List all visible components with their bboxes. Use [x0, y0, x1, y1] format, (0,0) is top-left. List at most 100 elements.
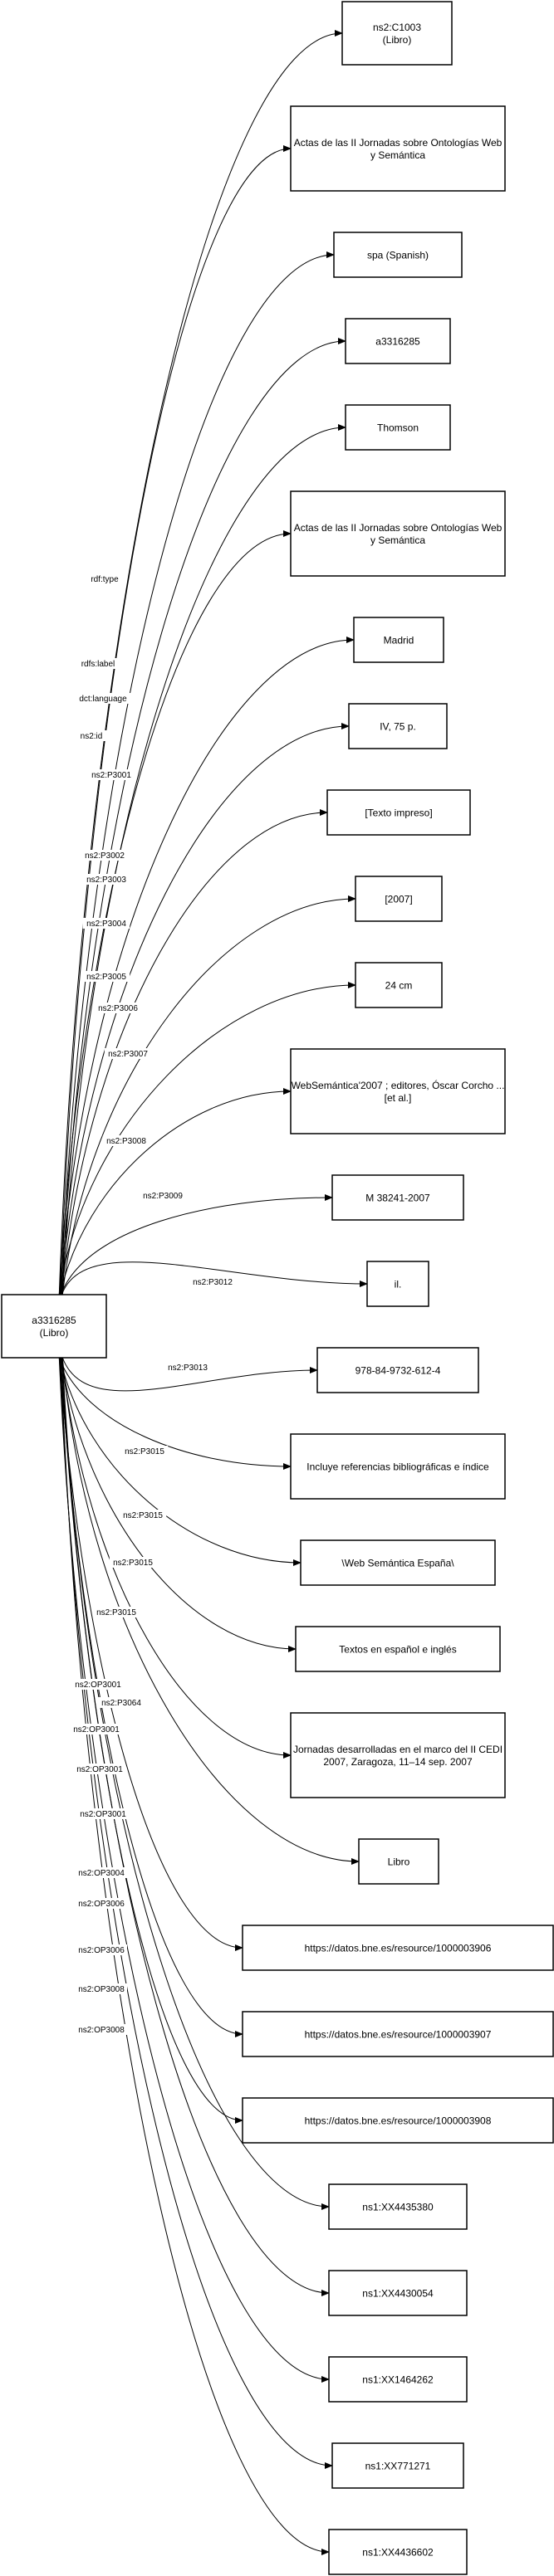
edges-layer [58, 30, 368, 2555]
node-label-line: [et al.] [385, 1092, 412, 1104]
node-box [331, 2442, 464, 2489]
edge-arrow [61, 809, 328, 1295]
node-label-line: (Libro) [40, 1327, 69, 1339]
edge-label-ns2-p3008: ns2:P3008 [102, 1135, 150, 1146]
target-node-3-a3316285: a3316285 [345, 318, 451, 364]
node-box [341, 1, 453, 66]
target-node-13-il: il. [366, 1261, 429, 1307]
node-box [328, 2270, 468, 2316]
edge-label-text: ns2:OP3008 [78, 2026, 125, 2035]
edge-label-bg [139, 1190, 187, 1201]
edge-arrow [60, 1357, 330, 2555]
edge-label-ns2-p3012: ns2:P3012 [189, 1276, 237, 1287]
node-label-line: ns1:XX4436602 [362, 2547, 434, 2559]
edge-arrow [60, 1357, 243, 2124]
node-label-line: ns2:C1003 [373, 22, 421, 33]
edge-arrow [58, 1357, 243, 1951]
node-label-line: https://datos.bne.es/resource/1000003907 [305, 2029, 492, 2041]
node-label-line: Libro [388, 1856, 410, 1868]
edge-label-bg [104, 1048, 152, 1059]
node-box [366, 1261, 429, 1307]
node-label-line: IV, 75 p. [380, 721, 416, 733]
edge-label-text: ns2:OP3001 [73, 1725, 120, 1734]
node-box [242, 2097, 554, 2144]
edge-label-bg [74, 1764, 125, 1774]
node-label-line: y Semántica [370, 534, 425, 546]
node-label-line: Actas de las II Jornadas sobre Ontología… [294, 522, 503, 534]
edge-arrow [61, 338, 346, 1295]
node-box [300, 1539, 496, 1586]
edge-arrow [59, 145, 292, 1295]
edge-arrow [59, 1088, 292, 1295]
edge-arrow [61, 1357, 292, 1759]
edge-label-bg [76, 1867, 127, 1878]
target-node-17-textos-en-espa-ol-e-ingl-s: Textos en español e inglés [295, 1626, 501, 1672]
target-node-4-thomson: Thomson [345, 404, 451, 451]
edge-label-text: rdf:type [91, 575, 119, 584]
node-label-line: ns1:XX1464262 [362, 2374, 434, 2386]
node-box [345, 318, 451, 364]
node-box [328, 2183, 468, 2230]
node-box [316, 1347, 479, 1393]
node-box [290, 105, 506, 192]
target-node-21-https-datos-bne-es-resource-1000003907: https://datos.bne.es/resource/1000003907 [242, 2011, 554, 2057]
node-label-line: \Web Semántica España\ [341, 1558, 454, 1569]
target-node-22-https-datos-bne-es-resource-1000003908: https://datos.bne.es/resource/1000003908 [242, 2097, 554, 2144]
node-label-line: 2007, Zaragoza, 11–14 sep. 2007 [323, 1756, 473, 1768]
node-label-line: Madrid [384, 635, 414, 646]
target-node-24-ns1-xx4430054: ns1:XX4430054 [328, 2270, 468, 2316]
target-node-5-actas-de-las-ii-jornadas-sobre-ontolog-a: Actas de las II Jornadas sobre Ontología… [290, 490, 506, 577]
edge-arrow [61, 424, 346, 1295]
target-node-7-iv-75-p: IV, 75 p. [348, 703, 448, 749]
edge-label-text: ns2:P3004 [86, 920, 126, 929]
edge-labels-layer: rdf:typerdfs:labeldct:languagens2:idns2:… [71, 573, 237, 2035]
edge-label-ns2-op3001: ns2:OP3001 [77, 1808, 129, 1819]
edge-label-ns2-p3005: ns2:P3005 [82, 971, 130, 982]
node-label-line: [Texto impreso] [365, 807, 432, 819]
target-node-1-actas-de-las-ii-jornadas-sobre-ontolog-a: Actas de las II Jornadas sobre Ontología… [290, 105, 506, 192]
node-box [331, 1174, 464, 1221]
edge-label-text: ns2:P3009 [143, 1192, 183, 1201]
edge-label-ns2-p3013: ns2:P3013 [164, 1362, 212, 1373]
edge-label-ns2-p3003: ns2:P3003 [82, 874, 130, 885]
edge-label-bg [82, 874, 130, 885]
node-box [1, 1294, 107, 1359]
edge-label-ns2-p3064: ns2:P3064 [97, 1697, 145, 1708]
node-label-line: Thomson [377, 422, 419, 434]
edge-label-ns2-p3009: ns2:P3009 [139, 1190, 187, 1201]
node-label-line: il. [395, 1279, 402, 1290]
target-node-11-websem-ntica-2007-editores-scar-corcho: WebSemántica'2007 ; editores, Óscar Corc… [290, 1048, 506, 1134]
edge-label-text: ns2:OP3008 [78, 1985, 125, 1994]
edge-label-bg [72, 658, 124, 669]
edge-label-bg [94, 1003, 142, 1013]
target-node-16-web-sem-ntica-espa-a: \Web Semántica España\ [300, 1539, 496, 1586]
edge-label-bg [120, 1446, 169, 1456]
edge-label-bg [76, 1983, 127, 1994]
edge-arrow [60, 1194, 333, 1295]
edge-label-ns2-p3015: ns2:P3015 [109, 1557, 157, 1568]
node-label-line: https://datos.bne.es/resource/1000003906 [305, 1943, 492, 1954]
edge-label-bg [76, 1898, 127, 1909]
edge-label-bg [71, 1724, 122, 1734]
node-box [328, 2529, 468, 2575]
edge-label-text: ns2:OP3004 [78, 1869, 125, 1878]
edge-arrow [61, 1357, 330, 2210]
target-node-26-ns1-xx771271: ns1:XX771271 [331, 2442, 464, 2489]
edge-label-ns2-op3006: ns2:OP3006 [76, 1898, 127, 1909]
node-box [355, 876, 443, 922]
edge-label-text: ns2:P3015 [113, 1559, 153, 1568]
edge-label-text: ns2:P3015 [96, 1608, 136, 1617]
node-box [348, 703, 448, 749]
edge-label-bg [97, 1697, 145, 1708]
node-box [345, 404, 451, 451]
node-label-line: a3316285 [32, 1315, 76, 1326]
edge-label-bg [82, 971, 130, 982]
target-node-6-madrid: Madrid [353, 617, 444, 663]
edge-label-bg [102, 1135, 150, 1146]
edge-arrow [61, 1261, 368, 1295]
node-box [326, 789, 471, 836]
edge-label-text: ns2:P3003 [86, 876, 126, 885]
target-node-18-jornadas-desarrolladas-en-el-marco-del-i: Jornadas desarrolladas en el marco del I… [290, 1712, 506, 1798]
node-label-line: WebSemántica'2007 ; editores, Óscar Corc… [292, 1079, 505, 1091]
